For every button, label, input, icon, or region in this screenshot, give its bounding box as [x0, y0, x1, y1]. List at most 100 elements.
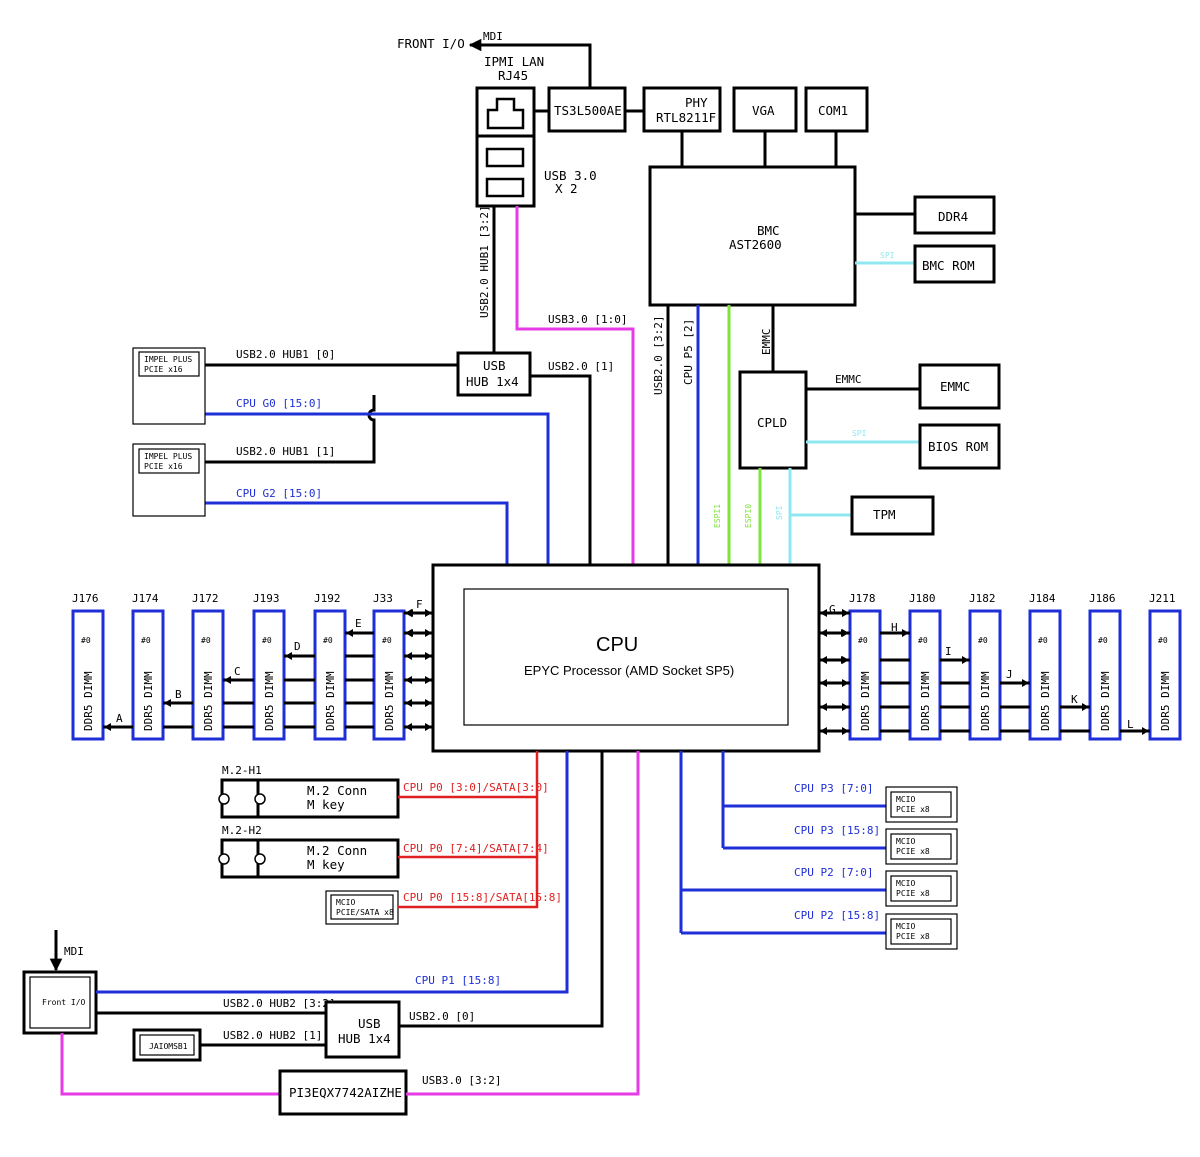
mcio-pcie-line1-1: MCIO: [896, 837, 915, 846]
m2-h1-screw-icon-1: [218, 793, 230, 805]
mcio-pcie-line2-3: PCIE x8: [896, 932, 930, 941]
channel-arrow-H: [902, 629, 909, 637]
usb30-port-label-2: X 2: [555, 181, 578, 196]
usb20-0-label: USB2.0 [0]: [409, 1010, 475, 1023]
mcio-pcie-line2-1: PCIE x8: [896, 847, 930, 856]
ddr5-dimm-left-5: [372, 609, 406, 741]
impel-plus-2-label-box: [138, 448, 200, 474]
m2-h2-line2: M key: [307, 857, 345, 872]
dimm-type-right-1: DDR5 DIMM: [919, 671, 932, 731]
mcio-pcie-label-box-0: [890, 791, 952, 818]
dimm-slot-left-1: #0: [141, 636, 151, 645]
dimm-slot-left-0: #0: [81, 636, 91, 645]
bmc-spi-label: SPI: [880, 251, 895, 260]
dimm-slot-right-2: #0: [978, 636, 988, 645]
emmc-chip-label: EMMC: [940, 379, 970, 394]
channel-label-4: E: [355, 617, 362, 630]
channel-arrow-L: [1142, 727, 1149, 735]
impel-plus-2-line1: IMPEL PLUS: [144, 452, 192, 461]
ts3l-box: [547, 86, 627, 133]
usb-port-icon-2: [485, 177, 525, 198]
cpu-g0-wire: [205, 412, 550, 565]
dimm-ref-right-1: J180: [909, 592, 936, 605]
impel-plus-2-line2: PCIE x16: [144, 462, 183, 471]
vga-label: VGA: [752, 103, 775, 118]
com1-box: [804, 86, 869, 133]
ddr5-dimm-right-0: [848, 609, 882, 741]
channel-label-1: B: [175, 688, 182, 701]
m2-h2-screw-icon-2: [254, 853, 266, 865]
dimm-type-right-5: DDR5 DIMM: [1159, 671, 1172, 731]
cpu-title: CPU: [596, 634, 638, 656]
dimm-slot-right-4: #0: [1098, 636, 1108, 645]
channel-label-r-5: L: [1127, 718, 1134, 731]
emmc-link-label: EMMC: [835, 373, 862, 386]
emmc-box: [918, 363, 1001, 410]
usb-hub-bottom-line1: USB: [358, 1016, 381, 1031]
rj45-icon: [486, 97, 525, 130]
m2-h1-screw-icon-2: [254, 793, 266, 805]
usb30-port-label-1: USB 3.0: [544, 168, 597, 183]
mdi-top-label: MDI: [483, 30, 503, 43]
channel-arrow-J: [1022, 679, 1029, 687]
tpm-box: [850, 495, 935, 536]
usb20-hub2-32-label: USB2.0 HUB2 [3:2]: [223, 997, 336, 1010]
espi1-label: ESPI1: [713, 504, 722, 528]
cpu-g2-label: CPU G2 [15:0]: [236, 487, 322, 500]
usb20-hub1-32-label: USB2.0 HUB1 [3:2]: [478, 205, 491, 318]
bmc-label-1: BMC: [757, 223, 780, 238]
cpu-g0-label: CPU G0 [15:0]: [236, 397, 322, 410]
ddr4-box: [913, 195, 996, 235]
channel-label-r-1: H: [891, 621, 898, 634]
m2-h1-ref: M.2-H1: [222, 764, 262, 777]
phy-box: [642, 86, 722, 133]
bmc-label-2: AST2600: [729, 237, 782, 252]
usb20-32-label: USB2.0 [3:2]: [652, 316, 665, 395]
dimm-type-left-4: DDR5 DIMM: [324, 671, 337, 731]
mcio-bus-label-1: CPU P3 [15:8]: [794, 824, 880, 837]
usb20-1-label: USB2.0 [1]: [548, 360, 614, 373]
usb20-hub1-0-label: USB2.0 HUB1 [0]: [236, 348, 335, 361]
ddr5-dimm-left-0: [71, 609, 105, 741]
cpu-p1-label: CPU P1 [15:8]: [415, 974, 501, 987]
mcio-pcie-label-box-1: [890, 833, 952, 860]
ddr5-dimm-left-1: [131, 609, 165, 741]
usb-hub-bottom-line2: HUB 1x4: [338, 1031, 391, 1046]
channel-arrow-K: [1082, 703, 1089, 711]
cpu-j178-arrow-2: [842, 656, 849, 664]
usb-hub-top-label-1: USB: [483, 358, 506, 373]
cpu-p1-wire: [96, 751, 569, 994]
dimm-slot-right-3: #0: [1038, 636, 1048, 645]
dimm-ref-left-3: J193: [253, 592, 280, 605]
impel-plus-1-line1: IMPEL PLUS: [144, 355, 192, 364]
mcio-pcie-line1-2: MCIO: [896, 879, 915, 888]
dimm-type-left-0: DDR5 DIMM: [82, 671, 95, 731]
dimm-ref-left-5: J33: [373, 592, 393, 605]
impel-plus-1-line2: PCIE x16: [144, 365, 183, 374]
dimm-slot-left-5: #0: [382, 636, 392, 645]
mcio-bus-wire-0: [721, 804, 886, 808]
channel-arrow-B: [164, 699, 171, 707]
cpld-box: [738, 370, 808, 470]
ddr4-label: DDR4: [938, 209, 968, 224]
cpu-j33-arrow-4: [405, 699, 412, 707]
channel-label-0: A: [116, 712, 123, 725]
dimm-slot-right-0: #0: [858, 636, 868, 645]
front-io-inner-box: [29, 976, 91, 1029]
bios-spi-label: SPI: [852, 429, 867, 438]
usb20-0-wire: [399, 751, 604, 1028]
dimm-type-right-2: DDR5 DIMM: [979, 671, 992, 731]
dimm-ref-left-4: J192: [314, 592, 341, 605]
usb20-hub1-1-label: USB2.0 HUB1 [1]: [236, 445, 335, 458]
dimm-type-left-1: DDR5 DIMM: [142, 671, 155, 731]
cpu-p0-158-label: CPU P0 [15:8]/SATA[15:8]: [403, 891, 562, 904]
front-mdi-label: MDI: [64, 945, 84, 958]
emmc-bus-label: EMMC: [760, 329, 773, 356]
cpu-j178-arrow-0: [842, 609, 849, 617]
ddr5-dimm-left-2: [191, 609, 225, 741]
dimm-slot-right-5: #0: [1158, 636, 1168, 645]
cpu-j33-arrow-3: [405, 676, 412, 684]
usb20-1-wire: [530, 374, 592, 565]
